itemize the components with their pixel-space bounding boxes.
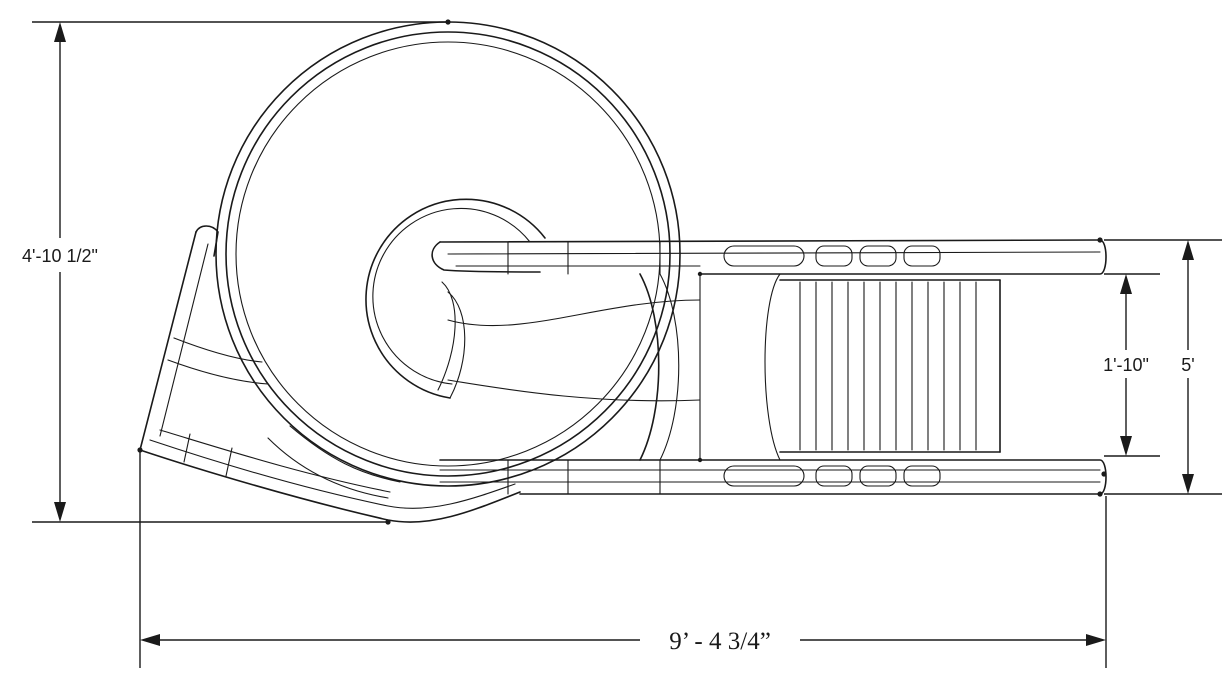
inner-width-label: 1'-10": [1103, 355, 1149, 375]
arrowhead-down: [54, 502, 66, 522]
arrowhead-up: [1182, 240, 1194, 260]
spiral-slide-outline: [137, 19, 1107, 525]
inner-width-dimension: 1'-10": [1103, 273, 1160, 457]
length-label: 9’ - 4 3/4”: [669, 628, 771, 655]
arrowhead-right: [1086, 634, 1106, 646]
length-dimension: 9’ - 4 3/4”: [139, 452, 1107, 668]
chute-width-dimension: 5': [1104, 239, 1222, 495]
height-label: 4'-10 1/2": [22, 246, 98, 266]
arrowhead-down: [1120, 436, 1132, 456]
arrowhead-left: [140, 634, 160, 646]
arrowhead-down: [1182, 474, 1194, 494]
height-dimension: 4'-10 1/2": [22, 21, 448, 523]
chute-width-label: 5': [1181, 355, 1194, 375]
arrowhead-up: [1120, 274, 1132, 294]
arrowhead-up: [54, 22, 66, 42]
